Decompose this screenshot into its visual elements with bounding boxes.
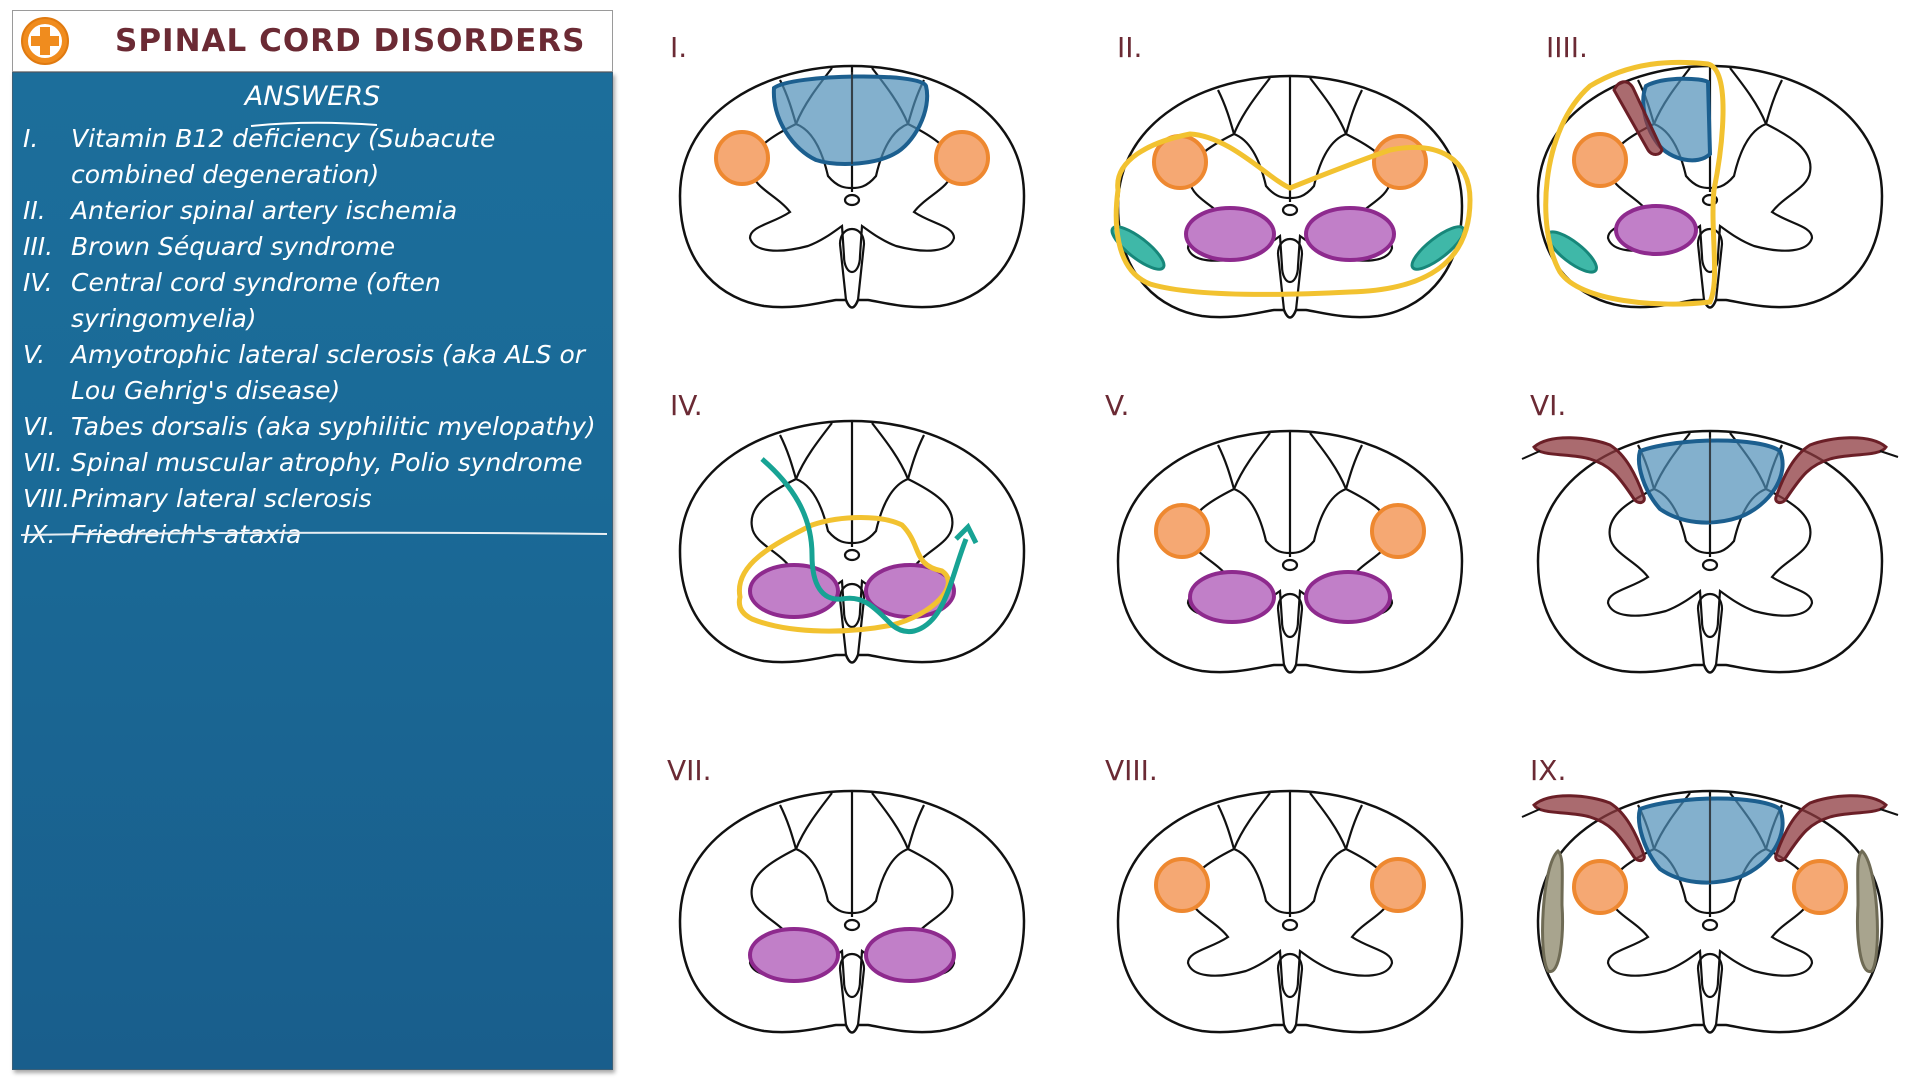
answer-text: Spinal muscular atrophy, Polio syndrome (71, 448, 583, 477)
spinothalamic-tract (1110, 225, 1166, 271)
dorsal-column-lesion (1637, 438, 1785, 525)
diagram-label-6: VI. (1530, 389, 1566, 422)
answers-panel: ANSWERS I. Vitamin B12 deficiency (Subacu… (12, 72, 613, 1070)
diagram-label-3: IIII. (1546, 31, 1588, 64)
answer-number: II. (23, 196, 46, 225)
answer-text: Primary lateral sclerosis (71, 484, 372, 513)
spinocerebellar-tract (1541, 848, 1564, 973)
diagram-label-2: II. (1117, 31, 1142, 64)
heading-underline (250, 121, 378, 127)
dorsal-column-lesion (1637, 796, 1785, 885)
spinal-cord-diagrams: I. II. IIII. IV. V. VI. VII. VIII. IX. (667, 31, 1899, 1034)
plus-circle-icon (21, 17, 69, 65)
dorsal-column-lesion (771, 74, 930, 166)
answer-item: VIII.Primary lateral sclerosis (23, 481, 613, 517)
spinothalamic-tract (1410, 225, 1466, 271)
lesion-outline (736, 515, 951, 634)
answer-number: VII. (23, 448, 63, 477)
answer-text: Anterior spinal artery ischemia (71, 196, 458, 225)
answer-text: Tabes dorsalis (aka syphilitic myelopath… (71, 412, 596, 441)
dorsal-root (1532, 436, 1646, 505)
answer-item: V. Amyotrophic lateral sclerosis (aka ALS… (23, 337, 613, 409)
dorsal-root (1774, 794, 1888, 863)
dorsal-root (1612, 80, 1664, 156)
spinocerebellar-tract (1856, 848, 1879, 973)
answers-heading: ANSWERS (244, 81, 381, 112)
answer-item: I. Vitamin B12 deficiency (Subacute combi… (23, 121, 613, 193)
answer-text: Brown Séquard syndrome (71, 232, 396, 261)
answer-item: II. Anterior spinal artery ischemia (23, 193, 613, 229)
lesion-outline (1543, 59, 1726, 307)
answers-divider (20, 531, 608, 536)
diagram-label-4: IV. (670, 389, 703, 422)
lesion-outline (1113, 131, 1473, 297)
answer-number: V. (23, 340, 46, 369)
dorsal-root (1532, 794, 1646, 863)
answer-number: III. (23, 232, 54, 261)
cord-diagram-8 (1116, 789, 1464, 1034)
diagram-label-5: V. (1105, 389, 1129, 422)
answer-number: I. (23, 124, 39, 153)
cord-diagram-2 (1110, 74, 1473, 319)
cord-diagram-6 (1521, 429, 1899, 674)
answer-number: VIII. (23, 484, 71, 513)
answer-number: IV. (23, 268, 53, 297)
cord-diagram-9 (1521, 789, 1899, 1034)
answer-item: VII. Spinal muscular atrophy, Polio syndr… (23, 445, 613, 481)
cord-diagram-4 (678, 419, 1026, 664)
answer-text: Amyotrophic lateral sclerosis (aka ALS o… (71, 340, 586, 405)
answer-text: Central cord syndrome (often syringomyel… (71, 268, 441, 333)
answer-item: VI. Tabes dorsalis (aka syphilitic myelop… (23, 409, 613, 445)
diagram-label-9: IX. (1530, 754, 1566, 787)
diagram-label-8: VIII. (1105, 754, 1158, 787)
answer-item: IV. Central cord syndrome (often syringom… (23, 265, 613, 337)
answer-list: I. Vitamin B12 deficiency (Subacute combi… (23, 121, 613, 553)
arrow-icon (954, 522, 979, 545)
cord-diagram-5 (1116, 429, 1464, 674)
cord-diagram-3 (1536, 59, 1884, 309)
cord-diagram-1 (678, 64, 1026, 309)
answer-number: VI. (23, 412, 56, 441)
spinothalamic-crossing (760, 457, 969, 634)
page-title: SPINAL CORD DISORDERS (115, 23, 586, 59)
diagram-label-1: I. (670, 31, 687, 64)
answer-text: Vitamin B12 deficiency (Subacute combine… (71, 124, 496, 189)
corticospinal-tract (934, 130, 990, 186)
diagram-label-7: VII. (667, 754, 712, 787)
cord-diagram-7 (678, 789, 1026, 1034)
answer-item: III. Brown Séquard syndrome (23, 229, 613, 265)
dorsal-root (1774, 436, 1888, 505)
title-bar: SPINAL CORD DISORDERS (12, 10, 613, 72)
corticospinal-tract (714, 130, 770, 186)
anterior-horn (1304, 206, 1396, 262)
anterior-horn (1184, 206, 1276, 262)
